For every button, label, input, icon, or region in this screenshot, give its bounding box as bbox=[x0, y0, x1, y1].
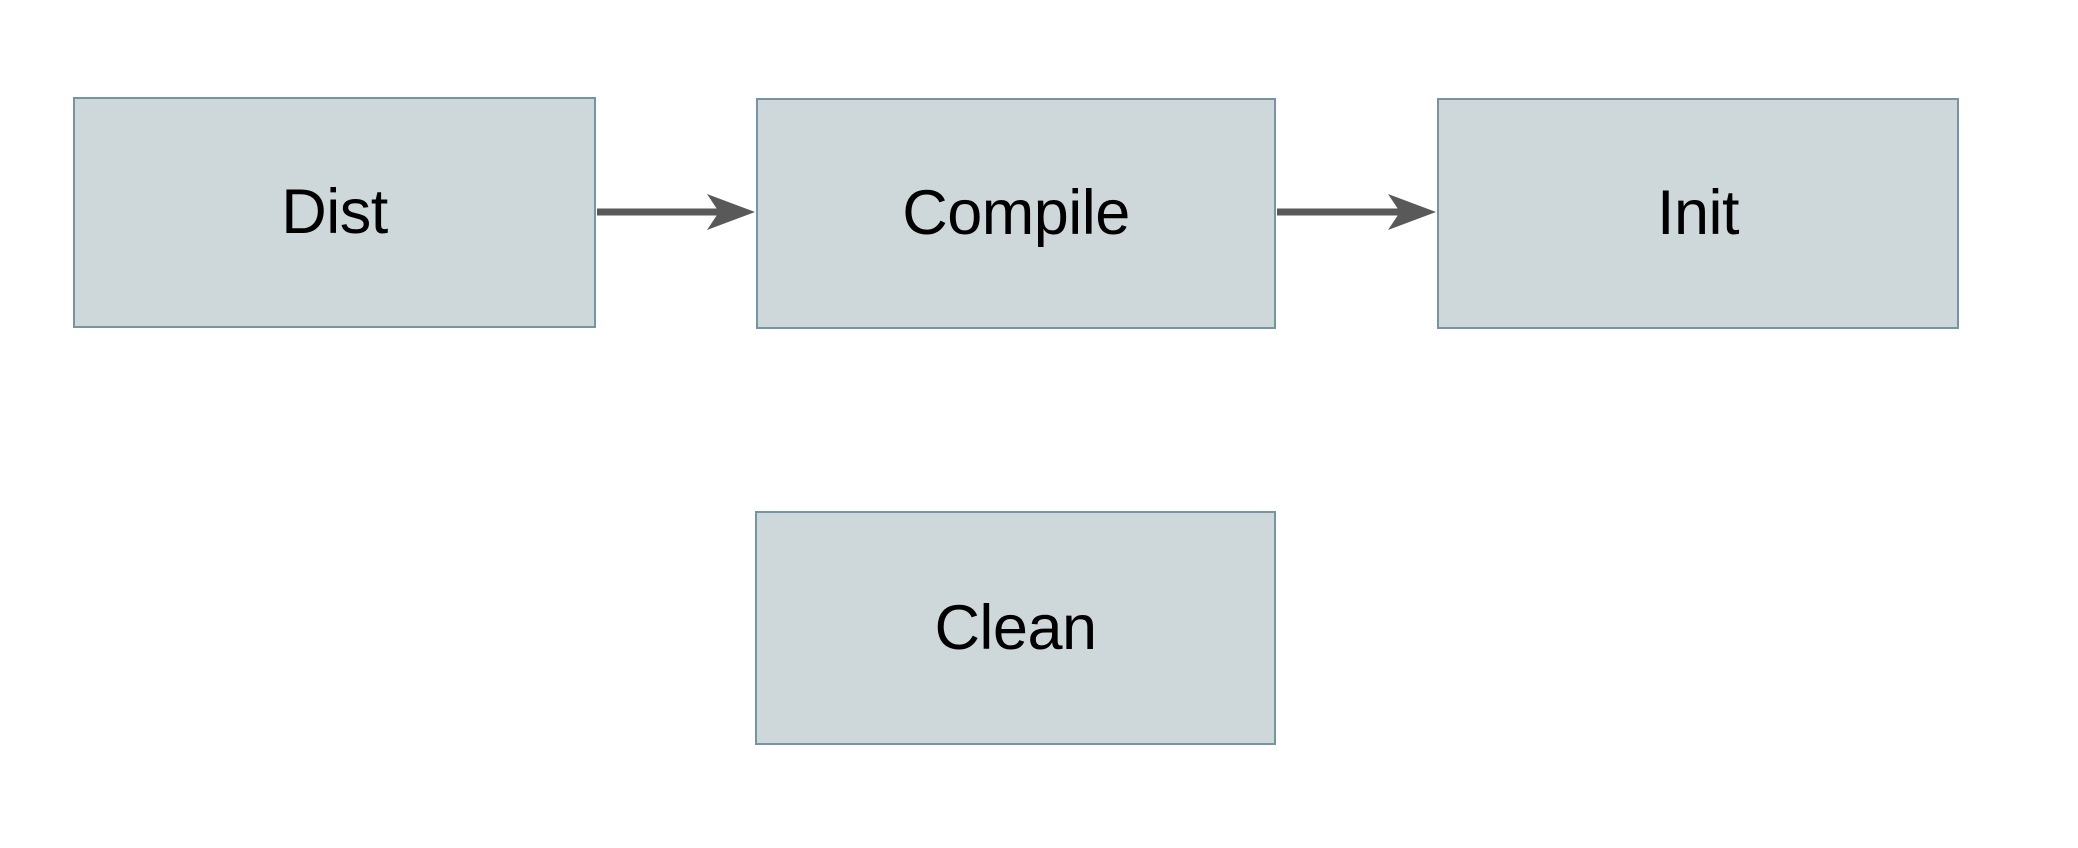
node-label-compile: Compile bbox=[902, 178, 1130, 248]
node-init[interactable]: Init bbox=[1437, 98, 1959, 329]
arrowhead-icon-dist-to-compile bbox=[707, 194, 755, 230]
node-label-init: Init bbox=[1656, 178, 1740, 248]
edge-dist-to-compile bbox=[597, 194, 755, 230]
node-clean[interactable]: Clean bbox=[755, 511, 1276, 745]
node-label-clean: Clean bbox=[934, 592, 1097, 663]
node-dist[interactable]: Dist bbox=[73, 97, 596, 328]
edge-compile-to-init bbox=[1277, 194, 1436, 230]
node-compile[interactable]: Compile bbox=[756, 98, 1276, 329]
node-label-dist: Dist bbox=[281, 177, 388, 247]
arrowhead-icon-compile-to-init bbox=[1388, 194, 1436, 230]
